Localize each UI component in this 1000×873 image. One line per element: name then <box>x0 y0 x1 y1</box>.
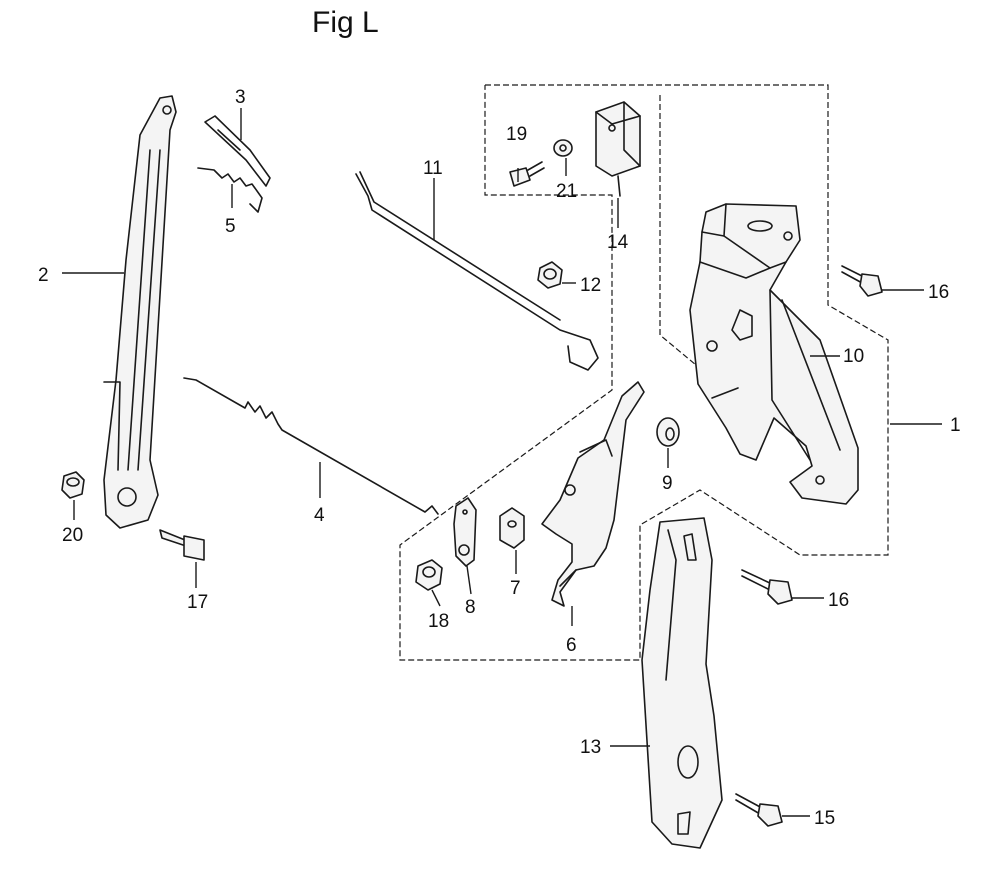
part-7-plate <box>499 507 525 549</box>
callout-11: 11 <box>423 158 443 179</box>
assembly-outline-main <box>399 84 889 661</box>
callout-5: 5 <box>225 216 236 237</box>
callout-6: 6 <box>566 635 577 656</box>
part-5-spring <box>197 167 263 213</box>
part-2-arm <box>103 95 177 529</box>
callout-8: 8 <box>465 597 476 618</box>
callout-10: 10 <box>843 346 864 367</box>
callout-3: 3 <box>235 87 246 108</box>
part-12-nut <box>537 261 563 289</box>
callout-18: 18 <box>428 611 449 632</box>
callout-12: 12 <box>580 275 601 296</box>
callout-19: 19 <box>506 124 527 145</box>
part-17-bolt <box>159 529 205 561</box>
part-16-bolt-lower <box>741 569 793 605</box>
callout-14: 14 <box>607 232 629 253</box>
callout-16-lower: 16 <box>828 590 849 611</box>
part-21-washer <box>553 139 573 157</box>
callout-15: 15 <box>814 808 835 829</box>
callout-16-upper: 16 <box>928 282 949 303</box>
leader-lines <box>62 108 942 817</box>
part-8-lever <box>453 497 477 567</box>
part-14-switch <box>595 101 641 197</box>
part-11-rod <box>355 171 599 371</box>
part-3-lever <box>204 115 271 187</box>
part-6-lever <box>541 381 645 607</box>
part-18-nut <box>415 559 443 591</box>
callout-2: 2 <box>38 265 49 286</box>
part-13-cover <box>641 517 723 849</box>
callout-17: 17 <box>187 592 208 613</box>
part-20-nut <box>61 471 85 499</box>
callout-20: 20 <box>62 525 83 546</box>
callout-9: 9 <box>662 473 673 494</box>
callout-1: 1 <box>950 415 961 436</box>
callout-21: 21 <box>556 181 577 202</box>
part-16-bolt-upper <box>841 265 883 297</box>
callout-7: 7 <box>510 578 521 599</box>
part-9-washer <box>656 417 680 447</box>
part-10-bracket <box>689 203 859 505</box>
figure-title: Fig L <box>312 6 379 39</box>
part-19-screw <box>509 161 545 187</box>
callout-13: 13 <box>580 737 601 758</box>
part-15-bolt <box>735 793 783 827</box>
callout-4: 4 <box>314 505 325 526</box>
part-4-rod-spring <box>183 377 439 515</box>
callout-labels: 2 3 5 11 4 20 17 19 21 14 12 10 1 9 6 7 … <box>38 87 961 829</box>
